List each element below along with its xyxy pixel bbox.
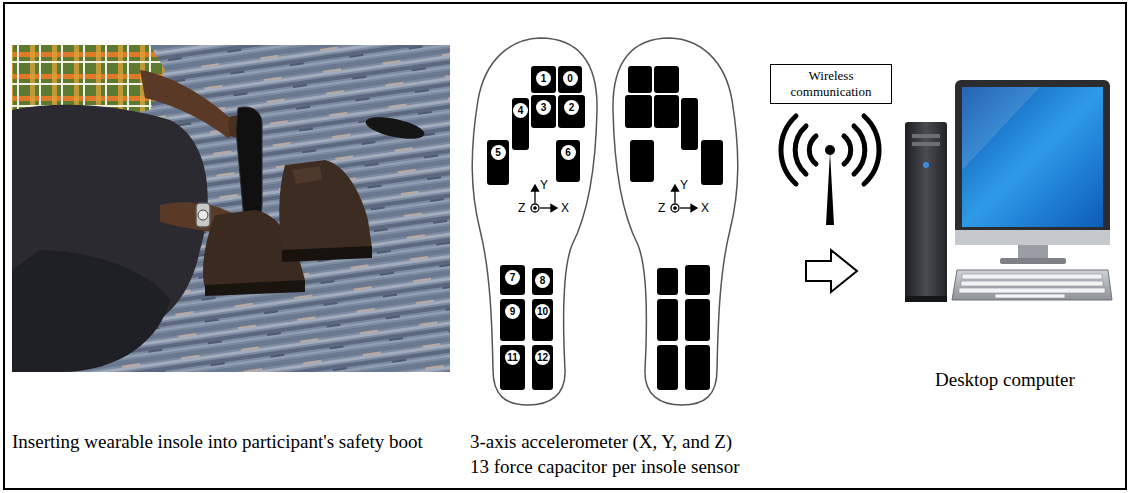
sensor-pad: 9 [500, 299, 525, 341]
sensor-pad: 10 [532, 299, 553, 341]
flow-arrow [806, 250, 857, 292]
callout-number: 11 [505, 350, 520, 365]
figure-border [4, 3, 1126, 489]
sensor-caption: 13 force capacitor per insole sensor [470, 455, 740, 479]
callout-number: 12 [535, 350, 550, 365]
photo-illustration [12, 45, 450, 372]
callout-number: 7 [505, 270, 520, 285]
callout-number: 6 [561, 145, 576, 160]
sensor-pad: 8 [532, 268, 553, 295]
callout-number: 10 [535, 304, 550, 319]
axis-label: X [701, 201, 709, 215]
antenna-icon [781, 116, 879, 225]
photo-caption: Inserting wearable insole into participa… [12, 430, 467, 454]
wireless-box: Wireless communication [770, 64, 892, 104]
callout-number: 8 [535, 273, 550, 288]
sensor-pad: 2 [558, 95, 585, 128]
callout-number: 4 [513, 103, 528, 118]
axis-label: X [561, 201, 569, 215]
sensor-pad: 3 [531, 95, 556, 128]
desktop-computer-icon [905, 80, 1112, 302]
callout-number: 3 [536, 100, 551, 115]
box-text: Wireless communication [775, 68, 887, 100]
axis-label: Z [518, 201, 525, 215]
sensor-pad: 0 [558, 66, 582, 93]
left-insole [472, 38, 597, 405]
sensor-pad: 6 [556, 140, 580, 182]
computer-caption: Desktop computer [935, 368, 1075, 392]
sensor-pad: 12 [532, 345, 553, 390]
callout-number: 9 [505, 304, 520, 319]
axis-label: Z [658, 201, 665, 215]
callout-number: 2 [564, 100, 579, 115]
sensor-caption: 3-axis accelerometer (X, Y, and Z) [470, 430, 732, 454]
callout-number: 5 [491, 145, 506, 160]
axis-label: Y [680, 178, 688, 192]
sensor-pad: 11 [500, 345, 525, 390]
callout-number: 0 [563, 71, 578, 86]
sensor-pad: 7 [500, 265, 525, 295]
sensor-pad: 5 [487, 140, 509, 185]
right-insole [613, 38, 738, 405]
sensor-pad: 4 [512, 98, 529, 150]
axis-label: Y [540, 178, 548, 192]
sensor-pad: 1 [531, 66, 556, 93]
callout-number: 1 [536, 71, 551, 86]
